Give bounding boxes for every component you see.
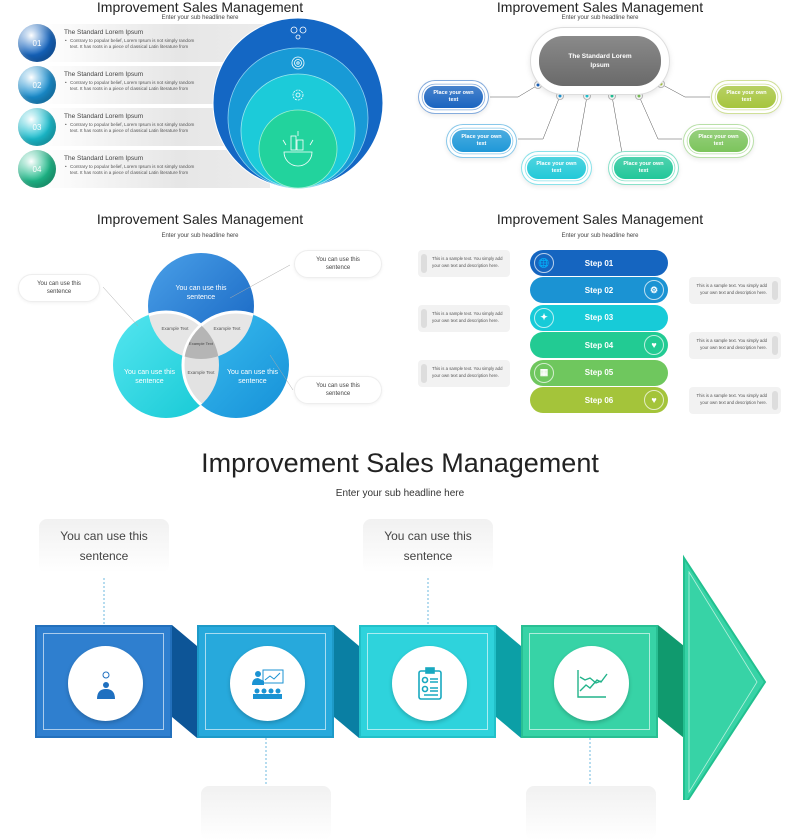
timeline-box — [35, 625, 172, 738]
step-bar[interactable]: ♥ Step 04 — [530, 332, 668, 359]
row-number-badge: 03 — [18, 108, 56, 146]
venn-overlap-bottom: Example Text — [187, 370, 215, 375]
mindmap-node-label: Place your own text — [424, 86, 483, 108]
mindmap-node[interactable]: Place your own text — [521, 151, 592, 185]
panel1-subtitle: Enter your sub headline here — [161, 15, 239, 21]
step-description: This is a sample text. You simply add yo… — [689, 277, 781, 305]
step-icon: ▦ — [534, 362, 554, 383]
venn-overlap-top-right: Example Text — [213, 326, 241, 331]
timeline-box — [197, 625, 334, 738]
timeline-callout-3: You can use this sentence — [363, 519, 493, 573]
panel5-subtitle: Enter your sub headline here — [335, 488, 465, 499]
row-heading: The Standard Lorem Ipsum — [64, 29, 144, 36]
mindmap-node[interactable]: Place your own text — [608, 151, 679, 185]
step-label: Step 02 — [584, 285, 614, 295]
timeline-arrow-head — [683, 554, 767, 800]
step-icon: ♥ — [644, 335, 664, 356]
checklist-icon — [392, 646, 467, 721]
step-bar[interactable]: ▦ Step 05 — [530, 359, 668, 386]
step-icon: ⚙ — [644, 280, 664, 301]
step-label: Step 03 — [584, 313, 614, 323]
panel3-title: Improvement Sales Management — [96, 211, 304, 227]
growth-chart-icon — [554, 646, 629, 721]
connector-4 — [658, 625, 684, 738]
step-bar[interactable]: 🌐 Step 01 — [530, 250, 668, 276]
connector-2 — [334, 625, 359, 738]
row-heading: The Standard Lorem Ipsum — [64, 155, 144, 162]
mindmap-center-label: The Standard Lorem Ipsum — [539, 36, 661, 86]
panel5-title: Improvement Sales Management — [201, 448, 599, 478]
mindmap-node-label: Place your own text — [717, 86, 776, 108]
panel2-title: Improvement Sales Management — [496, 0, 704, 15]
step-description-text: This is a sample text. You simply add yo… — [432, 256, 503, 268]
presentation-icon — [230, 646, 305, 721]
mindmap-center: The Standard Lorem Ipsum — [530, 27, 670, 95]
mindmap-node[interactable]: Place your own text — [446, 124, 517, 158]
venn-overlap-center: Example Text — [189, 341, 213, 346]
row-text: Contrary to popular belief, Lorem Ipsum … — [65, 164, 200, 175]
row-text: Contrary to popular belief, Lorem Ipsum … — [65, 122, 200, 133]
mindmap-node-label: Place your own text — [689, 130, 748, 152]
venn-right-label: You can use this sentence — [226, 369, 279, 385]
step-bar[interactable]: ♥ Step 06 — [530, 387, 668, 413]
venn-callout-top-right: You can use this sentence — [294, 250, 382, 278]
venn-left-label: You can use this sentence — [123, 369, 176, 385]
panel4-subtitle: Enter your sub headline here — [561, 233, 639, 239]
step-description-text: This is a sample text. You simply add yo… — [696, 338, 767, 351]
row-number-badge: 04 — [18, 150, 56, 188]
step-description: This is a sample text. You simply add yo… — [418, 304, 510, 332]
nested-circles — [212, 17, 384, 189]
timeline-box — [359, 625, 496, 738]
mindmap-node-label: Place your own text — [452, 130, 511, 152]
step-description: This is a sample text. You simply add yo… — [418, 250, 510, 277]
venn-callout-left: You can use this sentence — [18, 274, 100, 302]
step-bar[interactable]: ⚙ Step 02 — [530, 277, 668, 304]
step-description-text: This is a sample text. You simply add yo… — [696, 283, 767, 296]
smart-city-gear-icon — [282, 131, 314, 167]
connector-1 — [172, 625, 197, 738]
target-icon — [291, 56, 305, 70]
venn-callout-bottom-right: You can use this sentence — [294, 376, 382, 404]
step-description-text: This is a sample text. You simply add yo… — [696, 393, 767, 405]
step-label: Step 01 — [584, 258, 614, 268]
step-description: This is a sample text. You simply add yo… — [689, 387, 781, 414]
step-icon: 🌐 — [534, 253, 554, 273]
mindmap-node[interactable]: Place your own text — [683, 124, 754, 158]
step-description-text: This is a sample text. You simply add yo… — [432, 365, 503, 378]
step-label: Step 06 — [584, 395, 614, 405]
step-description: This is a sample text. You simply add yo… — [689, 332, 781, 360]
venn-diagram — [102, 253, 294, 418]
team-time-icon — [290, 26, 307, 40]
panel1-title: Improvement Sales Management — [96, 0, 304, 15]
row-number-badge: 01 — [18, 24, 56, 62]
mindmap-node-label: Place your own text — [614, 157, 673, 179]
venn-overlap-top-left: Example Text — [161, 326, 189, 331]
timeline-box — [521, 625, 658, 738]
panel4-title: Improvement Sales Management — [496, 211, 704, 227]
step-icon: ♥ — [644, 390, 664, 410]
row-text: Contrary to popular belief, Lorem Ipsum … — [65, 80, 200, 91]
step-bar[interactable]: ✦ Step 03 — [530, 304, 668, 331]
mindmap-node-label: Place your own text — [527, 157, 586, 179]
idea-person-icon — [68, 646, 143, 721]
step-label: Step 04 — [584, 340, 614, 350]
timeline-callout-1: You can use this sentence — [39, 519, 169, 573]
step-description: This is a sample text. You simply add yo… — [418, 359, 510, 387]
panel3-subtitle: Enter your sub headline here — [161, 233, 239, 239]
row-heading: The Standard Lorem Ipsum — [64, 113, 144, 120]
step-icon: ✦ — [534, 307, 554, 328]
mindmap-node[interactable]: Place your own text — [418, 80, 489, 114]
connector-3 — [496, 625, 521, 738]
mindmap-node[interactable]: Place your own text — [711, 80, 782, 114]
step-label: Step 05 — [584, 368, 614, 378]
timeline-shapes — [103, 554, 767, 800]
step-description-text: This is a sample text. You simply add yo… — [432, 310, 503, 323]
gear-people-icon — [292, 89, 304, 101]
venn-top-label: You can use this sentence — [175, 285, 227, 301]
row-number-badge: 02 — [18, 66, 56, 104]
row-heading: The Standard Lorem Ipsum — [64, 71, 144, 78]
circle-inner — [258, 109, 338, 189]
panel2-subtitle: Enter your sub headline here — [561, 15, 639, 21]
row-text: Contrary to popular belief, Lorem Ipsum … — [65, 38, 200, 49]
